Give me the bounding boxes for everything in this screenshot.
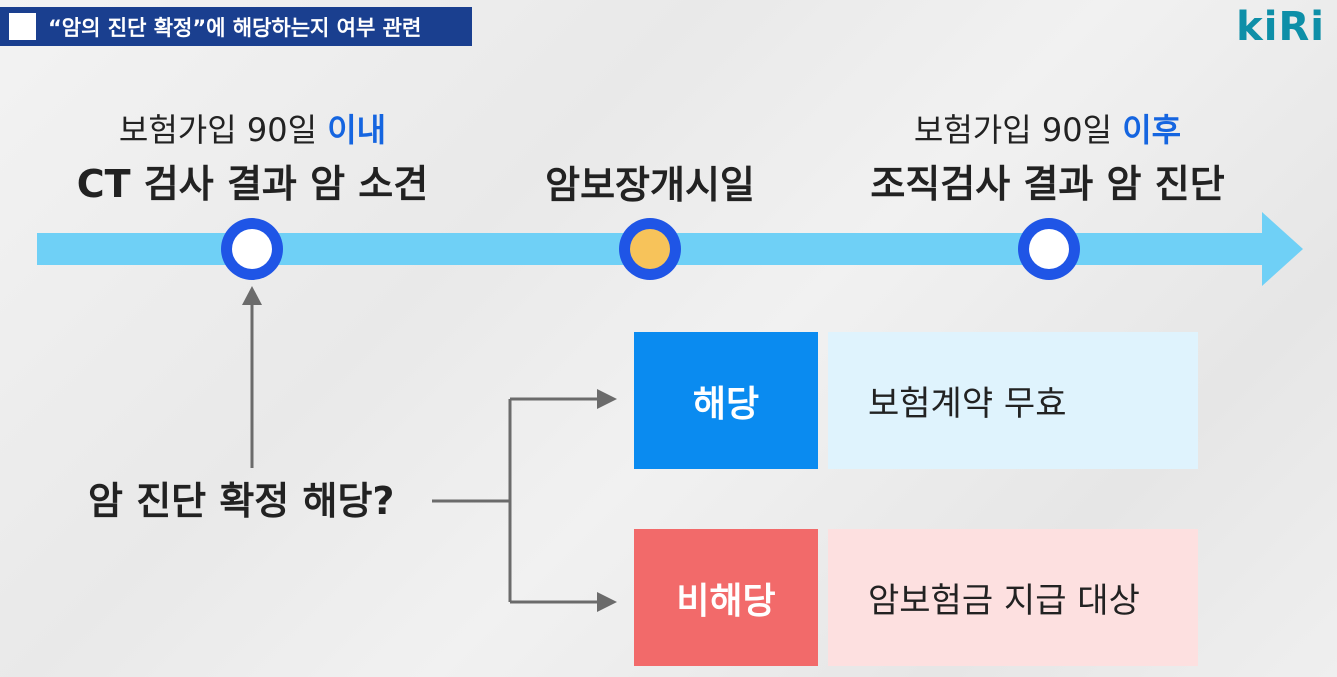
- tag-applicable: 해당: [634, 332, 818, 469]
- label-ct-main: CT 검사 결과 암 소견: [76, 162, 429, 206]
- timeline-label-ct: 보험가입 90일 이내 CT 검사 결과 암 소견: [40, 105, 465, 208]
- label-ct-sub-prefix: 보험가입 90일: [118, 111, 328, 149]
- title-bar: “암의 진단 확정”에 해당하는지 여부 관련: [0, 7, 472, 46]
- logo-iri: iRi: [1263, 4, 1325, 50]
- branch-yes-arrowhead: [597, 389, 617, 409]
- label-start-main: 암보장개시일: [545, 163, 755, 207]
- timeline-label-start: 암보장개시일: [500, 152, 800, 209]
- timeline-node-start-inner: [630, 229, 670, 269]
- result-not-applicable: 암보험금 지급 대상: [828, 529, 1198, 666]
- brand-logo: kiRi: [1236, 4, 1325, 50]
- label-biopsy-main: 조직검사 결과 암 진단: [870, 162, 1225, 206]
- timeline-label-biopsy: 보험가입 90일 이후 조직검사 결과 암 진단: [840, 105, 1255, 208]
- tag-not-applicable: 비해당: [634, 529, 818, 666]
- timeline-arrowhead: [1262, 212, 1303, 286]
- label-biopsy-sub-emph: 이후: [1122, 111, 1182, 149]
- timeline-node-ct-inner: [232, 229, 272, 269]
- result-applicable: 보험계약 무효: [828, 332, 1198, 469]
- label-biopsy-sub: 보험가입 90일 이후: [840, 105, 1255, 151]
- page-title: “암의 진단 확정”에 해당하는지 여부 관련: [48, 15, 422, 40]
- title-square-icon: [9, 13, 36, 40]
- label-ct-sub-emph: 이내: [327, 111, 387, 149]
- logo-k: k: [1236, 4, 1264, 50]
- question-text: 암 진단 확정 해당?: [88, 479, 395, 523]
- up-arrow-head: [242, 286, 262, 305]
- timeline-node-biopsy-inner: [1029, 229, 1069, 269]
- label-biopsy-sub-prefix: 보험가입 90일: [913, 111, 1123, 149]
- branch-no-arrowhead: [597, 592, 617, 612]
- label-ct-sub: 보험가입 90일 이내: [40, 105, 465, 151]
